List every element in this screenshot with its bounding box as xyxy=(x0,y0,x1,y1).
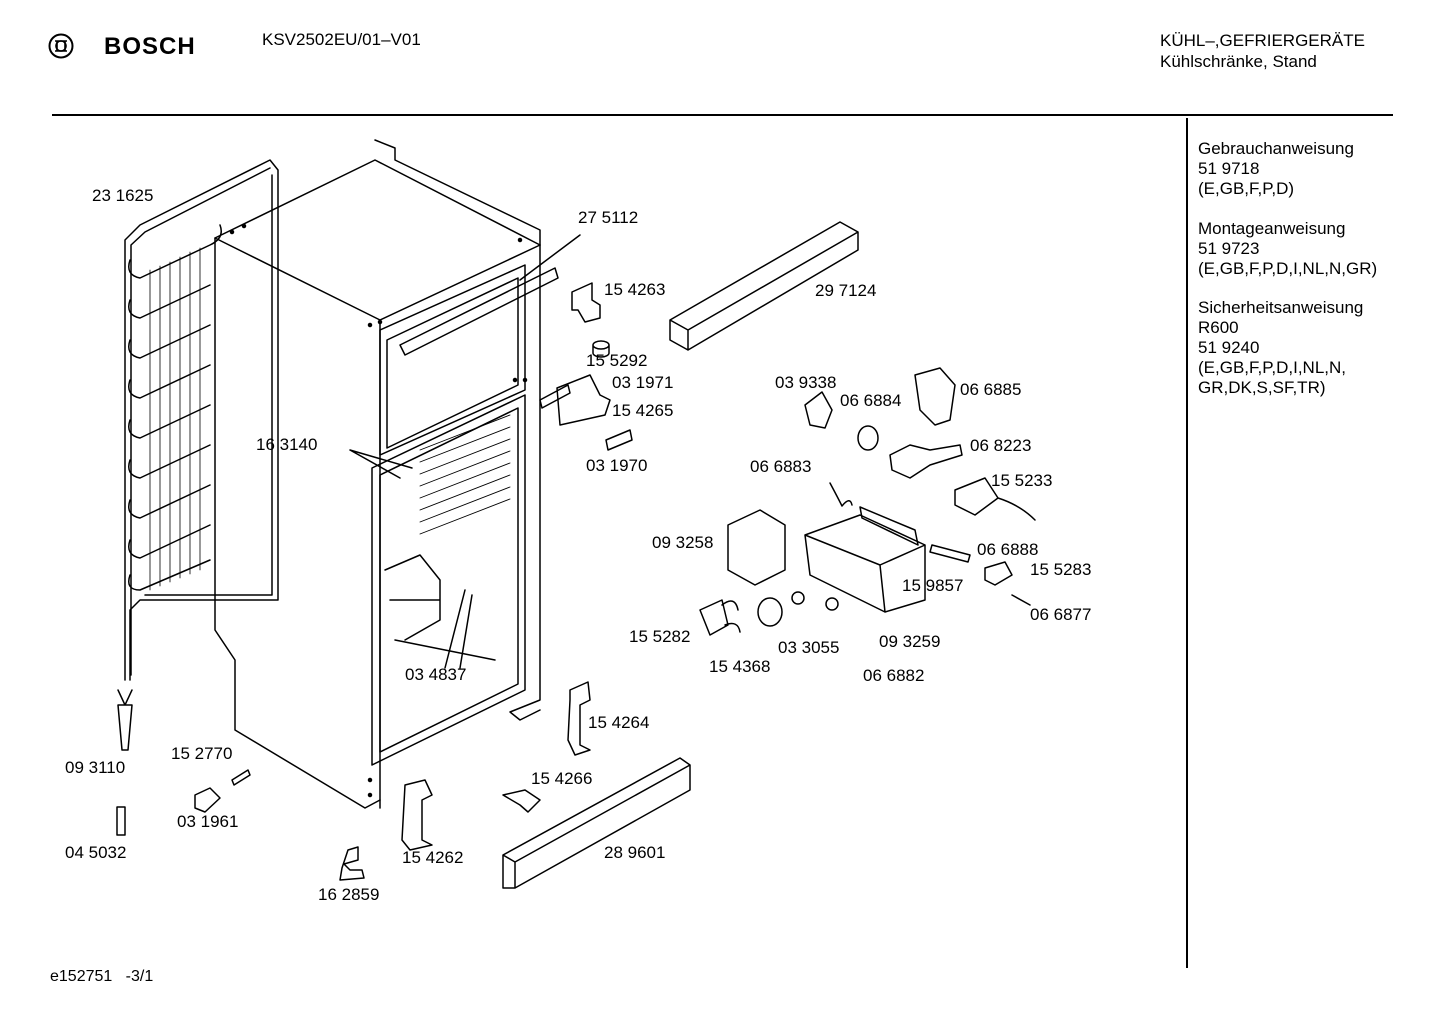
part-label: 03 9338 xyxy=(775,373,837,392)
cover-093258 xyxy=(727,509,786,586)
part-label: 03 1971 xyxy=(612,373,674,392)
rod-159857 xyxy=(859,506,919,546)
part-label: 15 4266 xyxy=(531,769,593,788)
model-number: KSV2502EU/01–V01 xyxy=(262,30,421,49)
doc-title: Gebrauchanweisung xyxy=(1198,139,1354,158)
ring-066884 xyxy=(857,425,879,451)
wiring-155282 xyxy=(699,599,741,636)
part-label: 15 2770 xyxy=(171,744,233,763)
rod-066888 xyxy=(929,544,971,563)
doc-title: Sicherheitsanweisung xyxy=(1198,298,1364,317)
foot-162859 xyxy=(339,846,365,881)
spring-066883 xyxy=(829,482,853,507)
knob-154368 xyxy=(757,597,783,627)
part-label: 09 3110 xyxy=(65,758,126,777)
cap-066882 xyxy=(825,597,839,611)
doc-line: (E,GB,F,P,D,I,NL,N,GR) xyxy=(1198,259,1378,278)
lamp-039338 xyxy=(804,391,833,429)
bracket-154264 xyxy=(567,681,591,756)
pin-152770 xyxy=(231,769,251,786)
part-label: 15 4262 xyxy=(402,848,464,867)
part-label: 03 3055 xyxy=(778,638,840,657)
doc-line: (E,GB,F,P,D,I,NL,N, xyxy=(1198,358,1347,377)
kickplate-289601 xyxy=(502,757,691,889)
part-label: 06 6877 xyxy=(1030,605,1092,624)
pad-031970 xyxy=(605,429,633,451)
condenser-coil xyxy=(124,159,279,681)
doc-line: GR,DK,S,SF,TR) xyxy=(1198,378,1326,397)
part-label: 06 6885 xyxy=(960,380,1022,399)
header-divider xyxy=(52,114,1393,116)
clip-066877 xyxy=(1011,594,1031,606)
knob-155283 xyxy=(984,561,1013,586)
sleeve-031961 xyxy=(194,787,221,813)
trim-297124 xyxy=(669,221,859,351)
strip-031971 xyxy=(539,384,571,409)
bosch-logo-icon xyxy=(48,33,74,59)
part-label: 04 5032 xyxy=(65,843,127,862)
part-label: 09 3259 xyxy=(879,632,941,651)
leader-034837 xyxy=(444,589,473,669)
doc-title: Montageanweisung xyxy=(1198,219,1346,238)
part-label: 06 6888 xyxy=(977,540,1039,559)
doc-line: 51 9240 xyxy=(1198,338,1260,357)
category: KÜHL–,GEFRIERGERÄTE Kühlschränke, Stand xyxy=(1160,30,1365,72)
doc-line: (E,GB,F,P,D) xyxy=(1198,179,1295,198)
socket-066885 xyxy=(914,367,956,426)
bracket-154262 xyxy=(401,779,433,851)
bracket-154266 xyxy=(502,789,541,813)
doc-line: 51 9718 xyxy=(1198,159,1260,178)
part-label: 15 4368 xyxy=(709,657,771,676)
part-label: 16 3140 xyxy=(256,435,318,454)
nut-033055 xyxy=(791,591,805,605)
leader-163140 xyxy=(349,449,413,479)
footer-page: -3/1 xyxy=(125,968,154,985)
plug-045032 xyxy=(116,806,126,836)
footer-code: e152751 xyxy=(50,968,113,985)
doc-safety-instructions: Sicherheitsanweisung R600 51 9240 (E,GB,… xyxy=(1198,298,1363,398)
housing-093259 xyxy=(804,514,926,613)
part-label: 15 5283 xyxy=(1030,560,1092,579)
cabinet-body xyxy=(214,139,559,809)
hinge-154265 xyxy=(556,374,611,426)
sensor-093110 xyxy=(117,689,133,751)
part-label: 23 1625 xyxy=(92,186,154,205)
sidebar-divider xyxy=(1186,118,1188,968)
part-label: 15 9857 xyxy=(902,576,964,595)
hinge-154263 xyxy=(571,282,601,323)
part-label: 28 9601 xyxy=(604,843,666,862)
leader-275112 xyxy=(519,234,581,281)
part-label: 15 5282 xyxy=(629,627,691,646)
part-label: 15 4265 xyxy=(612,401,674,420)
category-line-1: KÜHL–,GEFRIERGERÄTE xyxy=(1160,31,1365,50)
part-label: 27 5112 xyxy=(578,208,639,227)
switch-068223 xyxy=(889,444,963,479)
doc-line: R600 xyxy=(1198,318,1239,337)
part-label: 06 6882 xyxy=(863,666,925,685)
plug-155292 xyxy=(592,340,610,358)
part-label: 06 8223 xyxy=(970,436,1032,455)
doc-installation-manual: Montageanweisung 51 9723 (E,GB,F,P,D,I,N… xyxy=(1198,219,1377,279)
brand-name: BOSCH xyxy=(104,33,196,60)
part-label: 06 6884 xyxy=(840,391,902,410)
part-label: 15 4264 xyxy=(588,713,650,732)
category-line-2: Kühlschränke, Stand xyxy=(1160,52,1317,71)
thermostat-155233 xyxy=(954,477,1036,521)
part-label: 03 1970 xyxy=(586,456,648,475)
footer: e152751 -3/1 xyxy=(50,968,153,986)
doc-line: 51 9723 xyxy=(1198,239,1260,258)
part-label: 15 5233 xyxy=(991,471,1053,490)
part-label: 09 3258 xyxy=(652,533,714,552)
part-label: 03 1961 xyxy=(177,812,239,831)
part-label: 03 4837 xyxy=(405,665,467,684)
part-label: 15 5292 xyxy=(586,351,648,370)
part-label: 15 4263 xyxy=(604,280,666,299)
doc-user-manual: Gebrauchanweisung 51 9718 (E,GB,F,P,D) xyxy=(1198,139,1354,199)
part-label: 16 2859 xyxy=(318,885,380,904)
part-label: 29 7124 xyxy=(815,281,877,300)
part-label: 06 6883 xyxy=(750,457,812,476)
